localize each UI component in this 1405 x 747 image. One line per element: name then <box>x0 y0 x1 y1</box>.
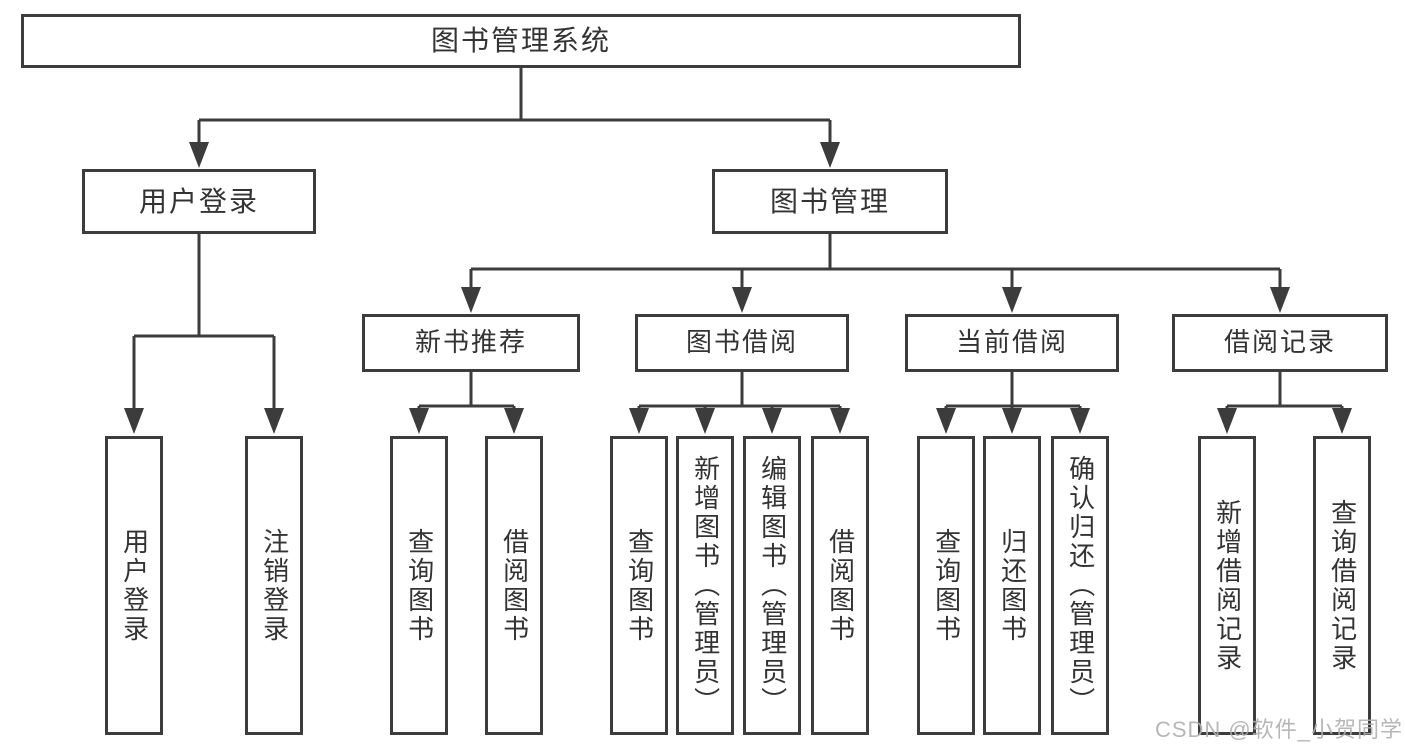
node-new-book-recommend: 新书推荐 <box>362 314 580 372</box>
node-user-login: 用户登录 <box>82 169 316 234</box>
leaf-borrow-books-newbook: 借阅图书 <box>485 436 543 735</box>
edges-book-management-children <box>461 234 1290 313</box>
edges-new-book-children <box>409 372 524 434</box>
leaf-user-login: 用户登录 <box>105 436 163 735</box>
node-current-borrow: 当前借阅 <box>905 314 1119 372</box>
csdn-watermark: CSDN @软件_小贺同学 <box>1154 717 1403 742</box>
edges-book-borrow-children <box>629 372 850 434</box>
leaf-borrow-books-borrow: 借阅图书 <box>811 436 869 735</box>
leaf-query-borrow-record: 查询借阅记录 <box>1313 436 1371 735</box>
edges-borrow-records-children <box>1217 372 1352 434</box>
leaf-return-books: 归还图书 <box>983 436 1041 735</box>
edges-root-to-level2 <box>189 68 840 168</box>
leaf-add-book-admin: 新增图书（管理员） <box>676 436 734 735</box>
leaf-confirm-return-admin: 确认归还（管理员） <box>1051 436 1109 735</box>
leaf-add-borrow-record: 新增借阅记录 <box>1198 436 1256 735</box>
node-borrow-records: 借阅记录 <box>1172 314 1388 372</box>
node-book-borrow: 图书借阅 <box>635 314 849 372</box>
leaf-query-books-current: 查询图书 <box>917 436 975 735</box>
leaf-query-books-newbook: 查询图书 <box>390 436 448 735</box>
node-library-management-system: 图书管理系统 <box>21 14 1021 68</box>
leaf-logout: 注销登录 <box>245 436 303 735</box>
edges-current-borrow-children <box>936 372 1090 434</box>
node-book-management: 图书管理 <box>712 169 948 234</box>
leaf-query-books-borrow: 查询图书 <box>610 436 668 735</box>
edges-user-login-children <box>124 234 284 434</box>
leaf-edit-book-admin: 编辑图书（管理员） <box>743 436 801 735</box>
